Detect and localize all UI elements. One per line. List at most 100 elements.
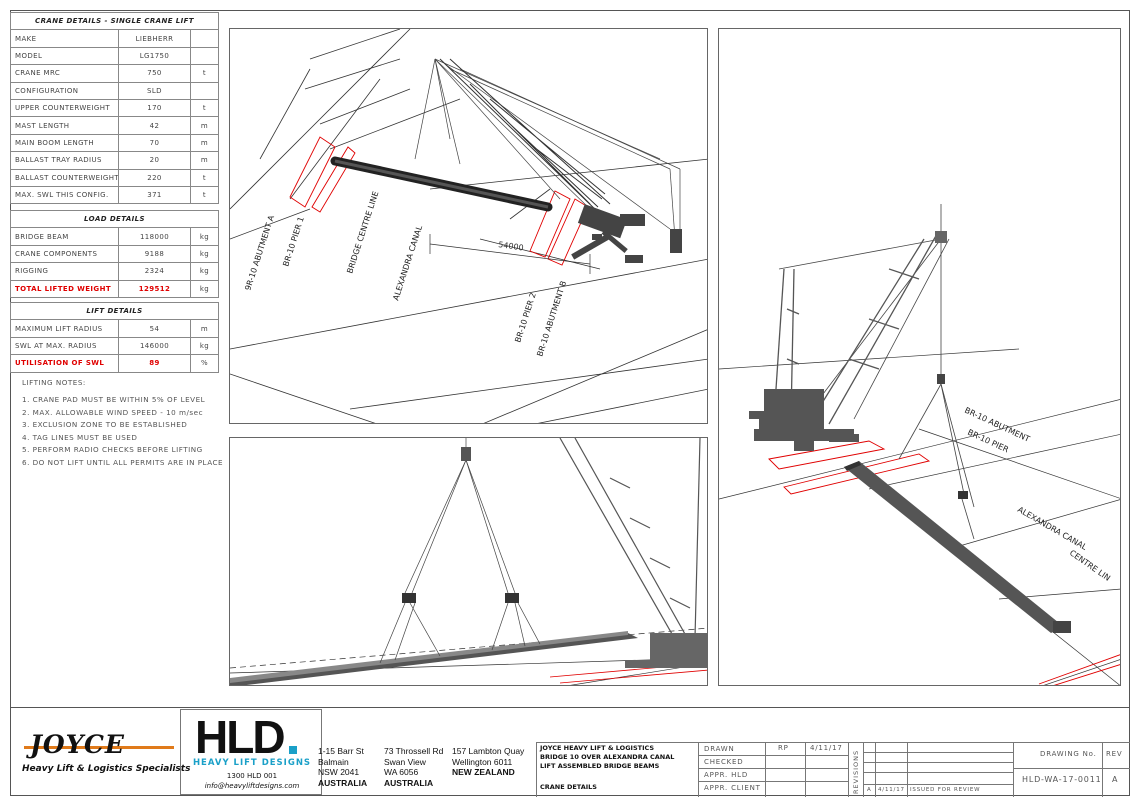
lift-details-title: LIFT DETAILS — [9, 301, 220, 321]
address-country: AUSTRALIA — [318, 777, 368, 788]
project-line: LIFT ASSEMBLED BRIDGE BEAMS — [540, 762, 660, 770]
rigging-closeup-panel — [229, 437, 708, 686]
label-canal: ALEXANDRA CANAL — [391, 224, 424, 302]
address-line: WA 6056 — [384, 767, 419, 777]
drawing-no-label: DRAWING No. — [1040, 750, 1097, 758]
plan-view-drawing: 54000 9R-10 ABUTMENT A BR-10 PIER 1 BRID… — [230, 29, 707, 423]
label-abutment-a: 9R-10 ABUTMENT A — [243, 214, 276, 292]
address-wellington: 157 Lambton Quay Wellington 6011 NEW ZEA… — [452, 746, 524, 778]
cell-value: 70 — [118, 133, 191, 153]
cell-value: 20 — [118, 151, 191, 170]
cell-unit: m — [189, 116, 220, 135]
drawing-title: CRANE DETAILS — [540, 783, 597, 791]
cell-unit: kg — [190, 262, 219, 281]
cell-value: LIEBHERR — [118, 29, 191, 48]
cell-label: MAX. SWL THIS CONFIG. — [10, 185, 119, 205]
cell-unit: kg — [190, 244, 219, 264]
iso-view-panel: BR-10 ABUTMENT BR-10 PIER ALEXANDRA CANA… — [718, 28, 1121, 686]
appr-hld-label: APPR. HLD — [704, 771, 749, 779]
project-line: JOYCE HEAVY LIFT & LOGISTICS — [540, 744, 655, 752]
joyce-tagline: Heavy Lift & Logistics Specialists — [22, 764, 191, 774]
cell-value: 54 — [118, 319, 191, 338]
address-country: NEW ZEALAND — [452, 767, 515, 777]
cell-label: RIGGING — [10, 262, 119, 281]
iso-label-centre: CENTRE LIN — [1068, 548, 1112, 583]
cell-label: BALLAST COUNTERWEIGHT — [10, 168, 119, 187]
lifting-note: 3. EXCLUSION ZONE TO BE ESTABLISHED — [22, 420, 188, 430]
joyce-logo: JOYCE Heavy Lift & Logistics Specialists — [22, 728, 190, 788]
project-description: JOYCE HEAVY LIFT & LOGISTICS BRIDGE 10 O… — [540, 744, 674, 792]
address-sydney: 1-15 Barr St Balmain NSW 2041 AUSTRALIA — [318, 746, 367, 788]
rigging-closeup-drawing — [230, 438, 707, 685]
revisions-label: REVISIONS — [852, 749, 860, 794]
appr-client-label: APPR. CLIENT — [704, 784, 761, 792]
iso-view-drawing: BR-10 ABUTMENT BR-10 PIER ALEXANDRA CANA… — [719, 204, 1120, 685]
cell-label: BRIDGE BEAM — [10, 227, 119, 246]
joyce-logo-bar — [24, 746, 174, 749]
hld-logo-box: HLD HEAVY LIFT DESIGNS 1300 HLD 001 info… — [180, 709, 322, 795]
plan-dimension: 54000 — [498, 240, 524, 252]
address-line: Wellington 6011 — [452, 756, 513, 767]
cell-label: MAST LENGTH — [10, 116, 119, 135]
hld-email: info@heavyliftdesigns.com — [204, 782, 300, 790]
cell-unit: t — [189, 64, 220, 83]
plan-view-panel: 54000 9R-10 ABUTMENT A BR-10 PIER 1 BRID… — [229, 28, 708, 424]
cell-label: UPPER COUNTERWEIGHT — [10, 98, 119, 118]
cell-unit: m — [189, 151, 220, 170]
cell-unit: t — [189, 185, 220, 205]
cell-unit — [189, 46, 220, 66]
rev-entry-rev: A — [867, 787, 872, 793]
drawn-label: DRAWN — [704, 745, 735, 753]
hld-phone: 1300 HLD 001 — [226, 772, 278, 780]
address-country: AUSTRALIA — [384, 777, 434, 788]
cell-unit — [189, 81, 220, 100]
total-weight-value: 129512 — [118, 279, 191, 298]
address-line: Balmain — [318, 756, 349, 767]
cell-label: MAKE — [10, 29, 119, 48]
cell-value: 146000 — [118, 336, 191, 356]
cell-value: 2324 — [118, 262, 191, 281]
drawn-date: 4/11/17 — [810, 744, 843, 752]
cell-label: CRANE COMPONENTS — [10, 244, 119, 264]
total-weight-label: TOTAL LIFTED WEIGHT — [10, 279, 119, 298]
cell-unit: t — [189, 98, 220, 118]
checked-label: CHECKED — [704, 758, 744, 766]
rev-entry-desc: ISSUED FOR REVIEW — [910, 787, 981, 793]
project-line: BRIDGE 10 OVER ALEXANDRA CANAL — [540, 753, 675, 761]
lifting-notes: LIFTING NOTES: 1. CRANE PAD MUST BE WITH… — [22, 378, 223, 471]
utilisation-label: UTILISATION OF SWL — [10, 354, 119, 373]
rev-entry-date: 4/11/17 — [878, 787, 905, 793]
utilisation-unit: % — [189, 354, 220, 373]
cell-label: BALLAST TRAY RADIUS — [10, 151, 119, 170]
address-perth: 73 Throssell Rd Swan View WA 6056 AUSTRA… — [384, 746, 443, 788]
address-line: 157 Lambton Quay — [452, 746, 525, 756]
cell-value: 118000 — [118, 227, 191, 246]
drawn-by: RP — [778, 744, 789, 752]
cell-label: MAXIMUM LIFT RADIUS — [10, 319, 119, 338]
revision-value: A — [1112, 775, 1119, 784]
lifting-note: 2. MAX. ALLOWABLE WIND SPEED - 10 m/sec — [22, 407, 204, 417]
hld-logo: HLD — [195, 711, 286, 763]
cell-label: CRANE MRC — [10, 64, 119, 83]
cell-label: MODEL — [10, 46, 119, 66]
label-pier1: BR-10 PIER 1 — [281, 216, 306, 268]
cell-value: LG1750 — [118, 46, 191, 66]
lifting-notes-title: LIFTING NOTES: — [22, 378, 86, 387]
cell-unit: kg — [190, 227, 219, 246]
cell-label: SWL AT MAX. RADIUS — [10, 336, 119, 356]
